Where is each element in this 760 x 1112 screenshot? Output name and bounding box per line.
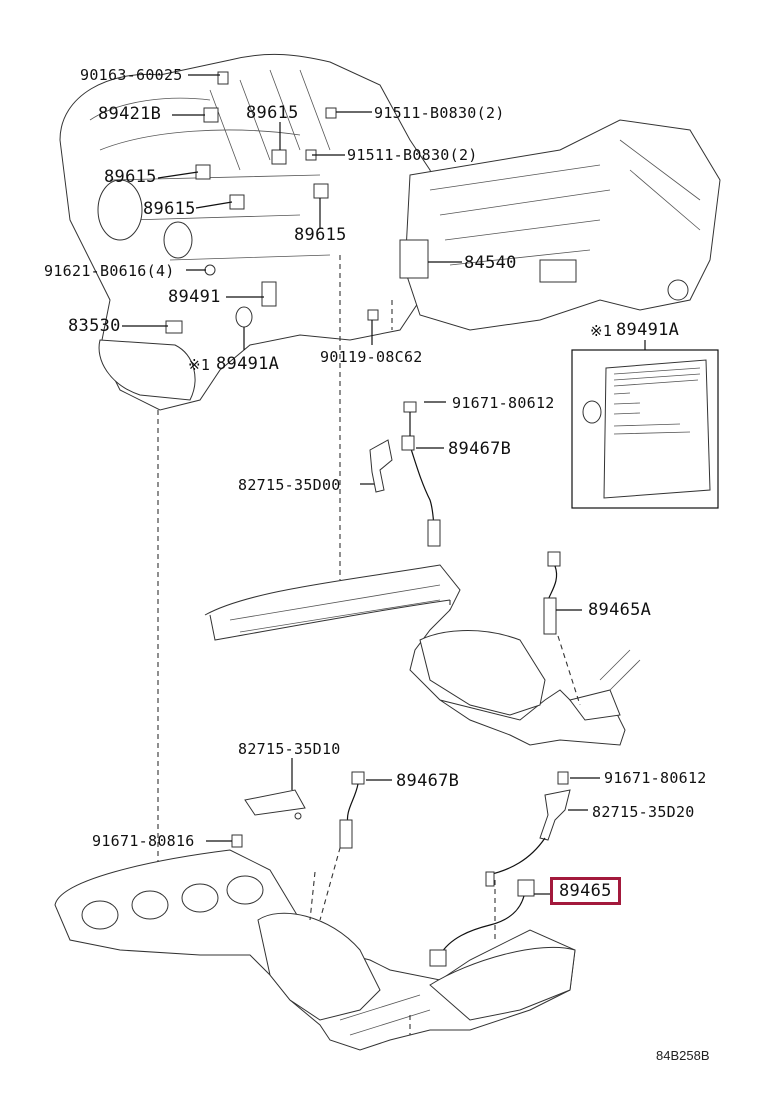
exhaust-upper — [204, 564, 641, 746]
leader-lines-upper — [122, 74, 462, 350]
sensor-89467b-upper — [360, 401, 446, 547]
part-label-83530[interactable]: 83530 — [68, 316, 121, 336]
part-label-89465a[interactable]: 89465A — [588, 600, 652, 620]
part-label-84540[interactable]: 84540 — [464, 253, 517, 273]
part-label-89491a-box-mark: ※1 — [590, 322, 613, 340]
inset-box-89491a — [571, 340, 719, 509]
part-label-89615-b[interactable]: 89615 — [104, 167, 157, 187]
part-label-89615-a[interactable]: 89615 — [246, 103, 299, 123]
part-label-89467b-b[interactable]: 89467B — [396, 771, 460, 791]
part-label-89467b-a[interactable]: 89467B — [448, 439, 512, 459]
part-label-89491[interactable]: 89491 — [168, 287, 221, 307]
part-label-91621-b0616[interactable]: 91621-B0616(4) — [44, 262, 175, 280]
diagram-reference-code: 84B258B — [656, 1048, 710, 1063]
part-label-89615-d[interactable]: 89615 — [294, 225, 347, 245]
part-label-91511-b0830-b[interactable]: 91511-B0830(2) — [347, 146, 478, 164]
part-label-89491a-box[interactable]: 89491A — [616, 320, 680, 340]
part-label-91671-80612-a[interactable]: 91671-80612 — [452, 394, 555, 412]
part-label-89615-c[interactable]: 89615 — [143, 199, 196, 219]
part-label-82715-35d10[interactable]: 82715-35D10 — [238, 740, 341, 758]
part-label-89465[interactable]: 89465 — [559, 881, 612, 901]
sensor-89465 — [429, 771, 600, 967]
dashed-references — [157, 255, 393, 870]
engine-illustration — [59, 53, 441, 411]
part-label-90163-60025[interactable]: 90163-60025 — [80, 66, 183, 84]
part-label-82715-35d00[interactable]: 82715-35D00 — [238, 476, 341, 494]
sensor-89465a — [543, 551, 582, 706]
part-label-89421b[interactable]: 89421B — [98, 104, 162, 124]
part-label-91511-b0830-a[interactable]: 91511-B0830(2) — [374, 104, 505, 122]
part-label-90119-08c62[interactable]: 90119-08C62 — [320, 348, 423, 366]
part-label-82715-35d20[interactable]: 82715-35D20 — [592, 803, 695, 821]
sensor-89467b-lower — [206, 758, 392, 849]
part-label-91671-80612-b[interactable]: 91671-80612 — [604, 769, 707, 787]
exhaust-lower — [54, 829, 576, 1051]
part-label-91671-80816[interactable]: 91671-80816 — [92, 832, 195, 850]
highlighted-part-box: 89465 — [550, 877, 621, 905]
part-label-89491a-left-mark: ※1 — [188, 356, 211, 374]
transmission-illustration — [404, 119, 721, 331]
part-label-89491a-left[interactable]: 89491A — [216, 354, 280, 374]
